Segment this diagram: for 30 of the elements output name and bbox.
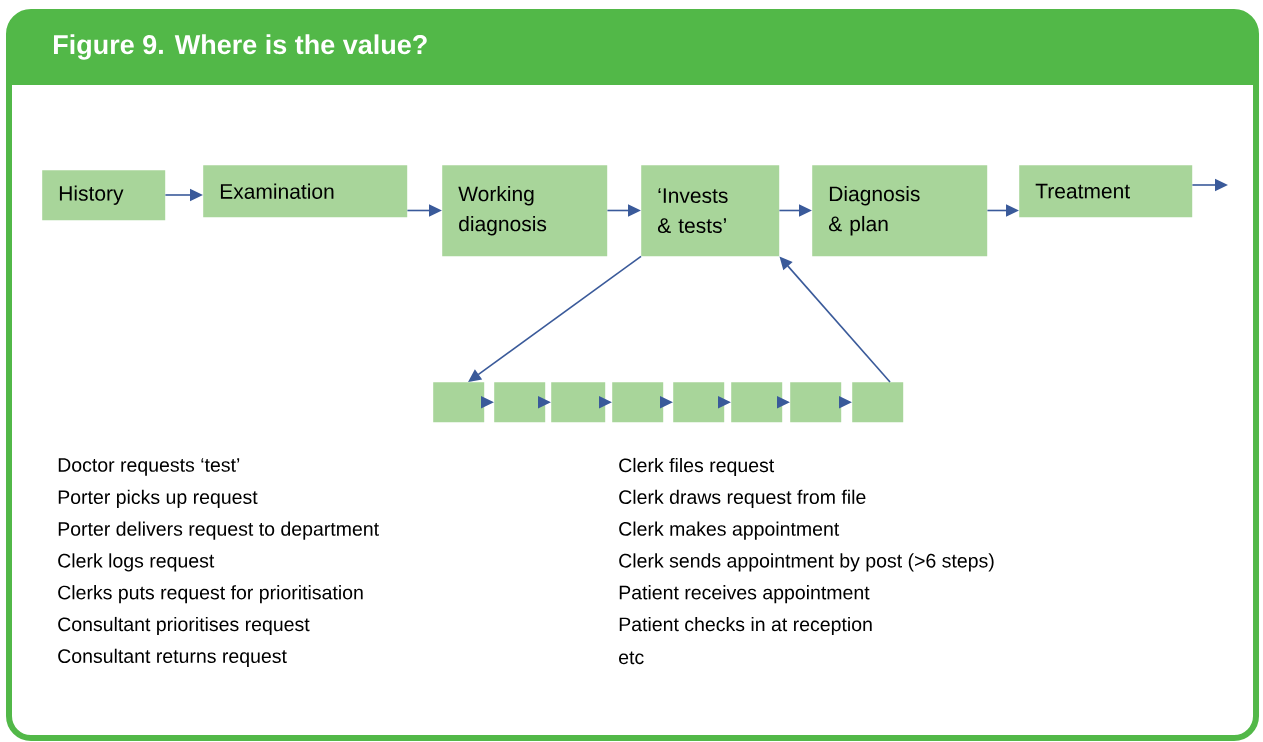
step-text: etc xyxy=(619,651,644,665)
step-text: Patient checks in at reception xyxy=(619,616,872,636)
step-text: Porter delivers request to department xyxy=(58,521,379,540)
step-box xyxy=(673,382,725,423)
step-box xyxy=(433,382,485,423)
step-text: Porter picks up request xyxy=(58,489,258,508)
process-box: ‘Invests & tests’ xyxy=(641,165,780,257)
step-text: Clerk sends appointment by post (>6 steps) xyxy=(619,553,994,572)
step-box xyxy=(731,382,783,423)
step-text: Clerks puts request for prioritisation xyxy=(58,585,363,604)
step-text: Consultant returns request xyxy=(58,648,287,667)
process-box: Diagnosis & plan xyxy=(812,165,988,257)
title-banner: Figure 9. Where is the value? xyxy=(9,12,1256,85)
process-box: Working diagnosis xyxy=(442,165,608,257)
step-box xyxy=(551,382,606,423)
process-box: Examination xyxy=(203,165,408,218)
step-text: Clerk makes appointment xyxy=(619,521,840,540)
step-text: Clerk files request xyxy=(619,457,775,477)
arrow xyxy=(468,255,642,382)
step-box xyxy=(612,382,664,423)
step-text: Clerk logs request xyxy=(58,553,215,572)
step-text: Doctor requests ‘test’ xyxy=(58,458,240,476)
step-text: Patient receives appointment xyxy=(619,585,870,604)
step-box xyxy=(790,382,842,423)
step-text: Consultant prioritises request xyxy=(58,616,310,636)
step-box xyxy=(494,382,546,423)
step-text: Clerk draws request from file xyxy=(619,489,866,508)
process-box: History xyxy=(42,170,166,221)
step-box xyxy=(852,382,904,423)
process-box: Treatment xyxy=(1019,165,1193,218)
